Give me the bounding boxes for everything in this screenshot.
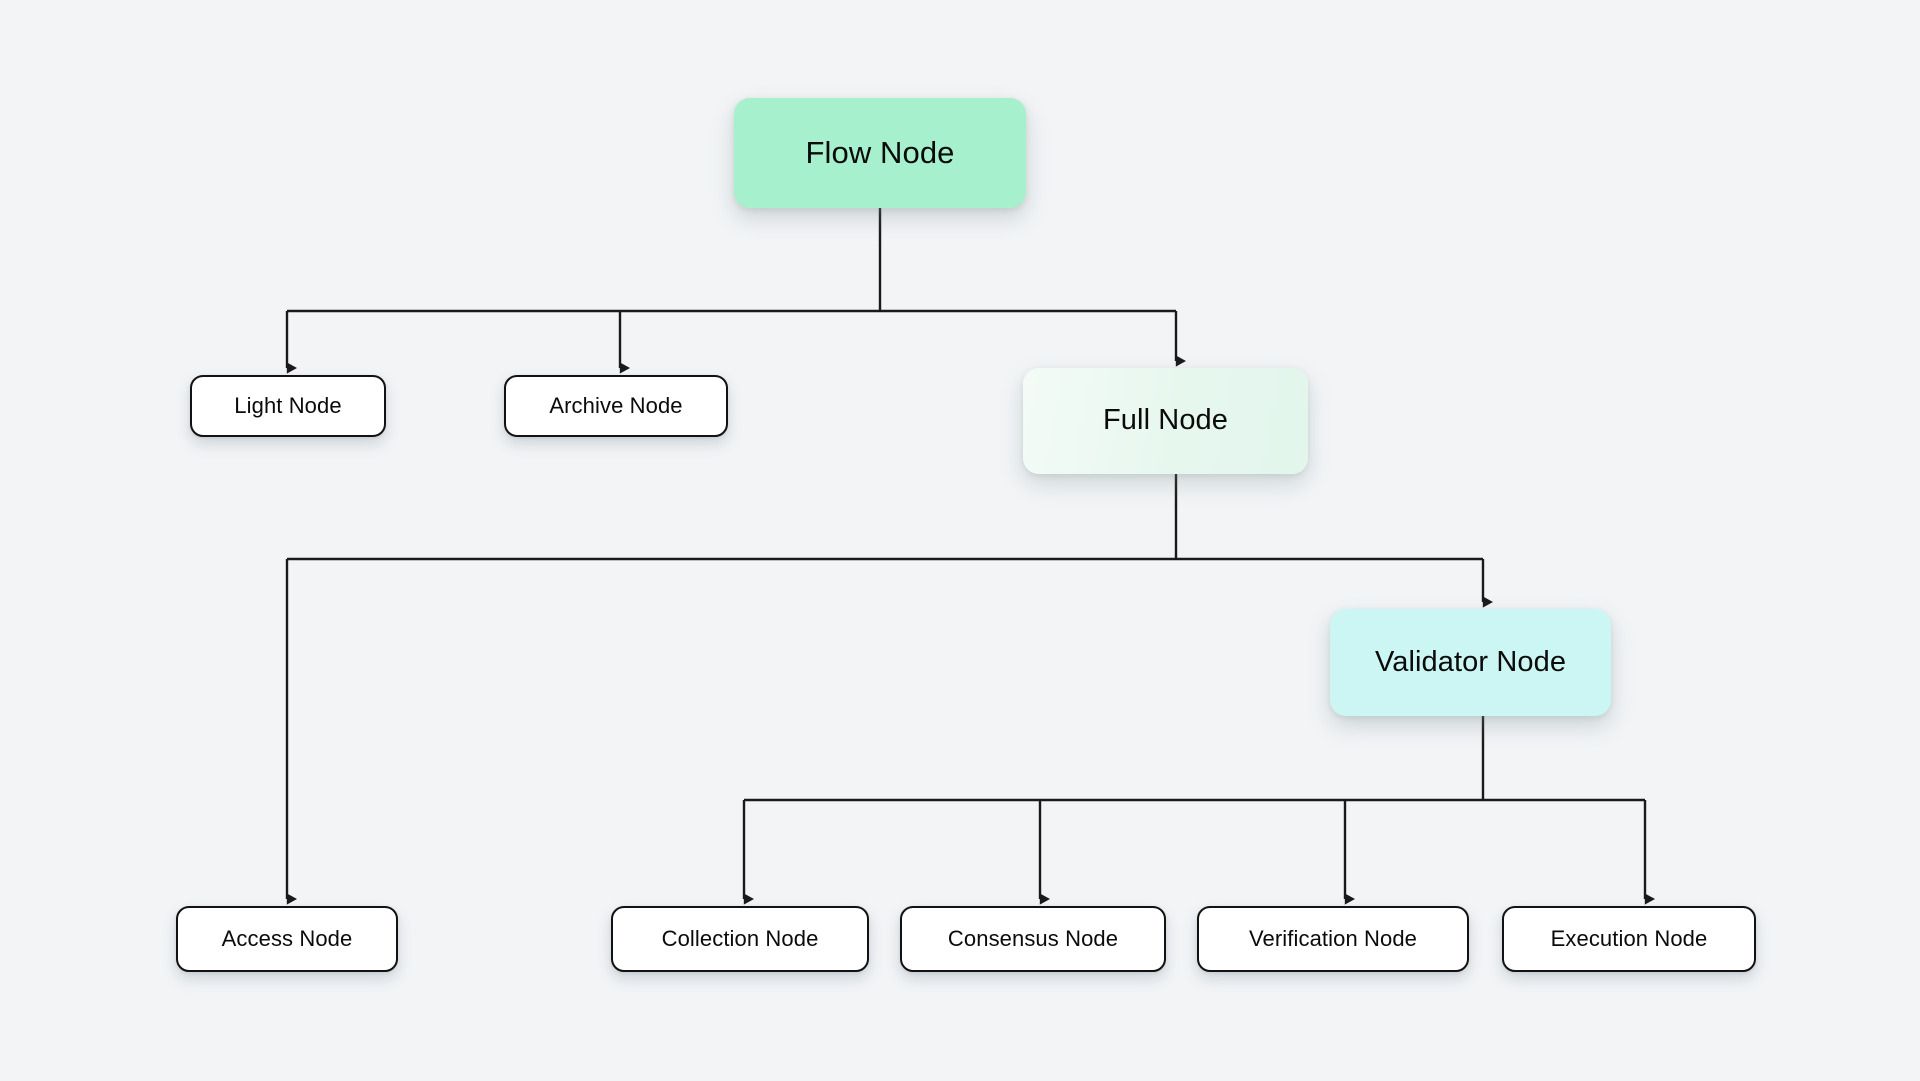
node-flow-node[interactable]: Flow Node (734, 98, 1026, 208)
node-execution-node[interactable]: Execution Node (1502, 906, 1756, 972)
node-label: Archive Node (549, 392, 683, 418)
node-label: Validator Node (1374, 645, 1567, 678)
node-archive-node[interactable]: Archive Node (504, 375, 728, 437)
node-full-node[interactable]: Full Node (1023, 368, 1308, 474)
node-label: Access Node (221, 925, 353, 951)
node-access-node[interactable]: Access Node (176, 906, 398, 972)
node-collection-node[interactable]: Collection Node (611, 906, 869, 972)
node-validator-node[interactable]: Validator Node (1330, 609, 1611, 716)
node-label: Full Node (1102, 404, 1228, 437)
node-label: Consensus Node (947, 925, 1119, 951)
node-verification-node[interactable]: Verification Node (1197, 906, 1469, 972)
node-label: Execution Node (1550, 925, 1708, 951)
node-consensus-node[interactable]: Consensus Node (900, 906, 1166, 972)
node-label: Collection Node (661, 925, 819, 951)
node-label: Flow Node (805, 134, 955, 170)
node-label: Verification Node (1248, 925, 1418, 951)
node-light-node[interactable]: Light Node (190, 375, 386, 437)
node-label: Light Node (234, 392, 342, 418)
